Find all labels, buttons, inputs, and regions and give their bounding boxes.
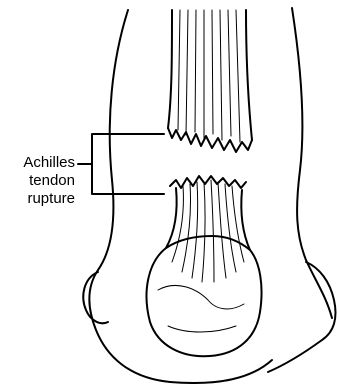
heel-bone-contour-2 bbox=[168, 326, 236, 332]
label-line-2: tendon bbox=[29, 172, 75, 189]
label-bracket bbox=[78, 134, 164, 194]
left-ankle-bump bbox=[83, 272, 108, 323]
achilles-tendon-rupture-label: Achilles tendon rupture bbox=[23, 154, 75, 207]
label-line-1: Achilles bbox=[23, 154, 75, 171]
lower-tendon-stump bbox=[166, 176, 250, 282]
heel-bone-contour bbox=[158, 285, 244, 308]
leg-left-outline bbox=[89, 10, 272, 383]
leg-right-outline bbox=[292, 8, 332, 318]
right-foot-outline bbox=[268, 262, 336, 372]
label-line-3: rupture bbox=[27, 190, 75, 207]
upper-tendon-stump bbox=[168, 10, 252, 152]
